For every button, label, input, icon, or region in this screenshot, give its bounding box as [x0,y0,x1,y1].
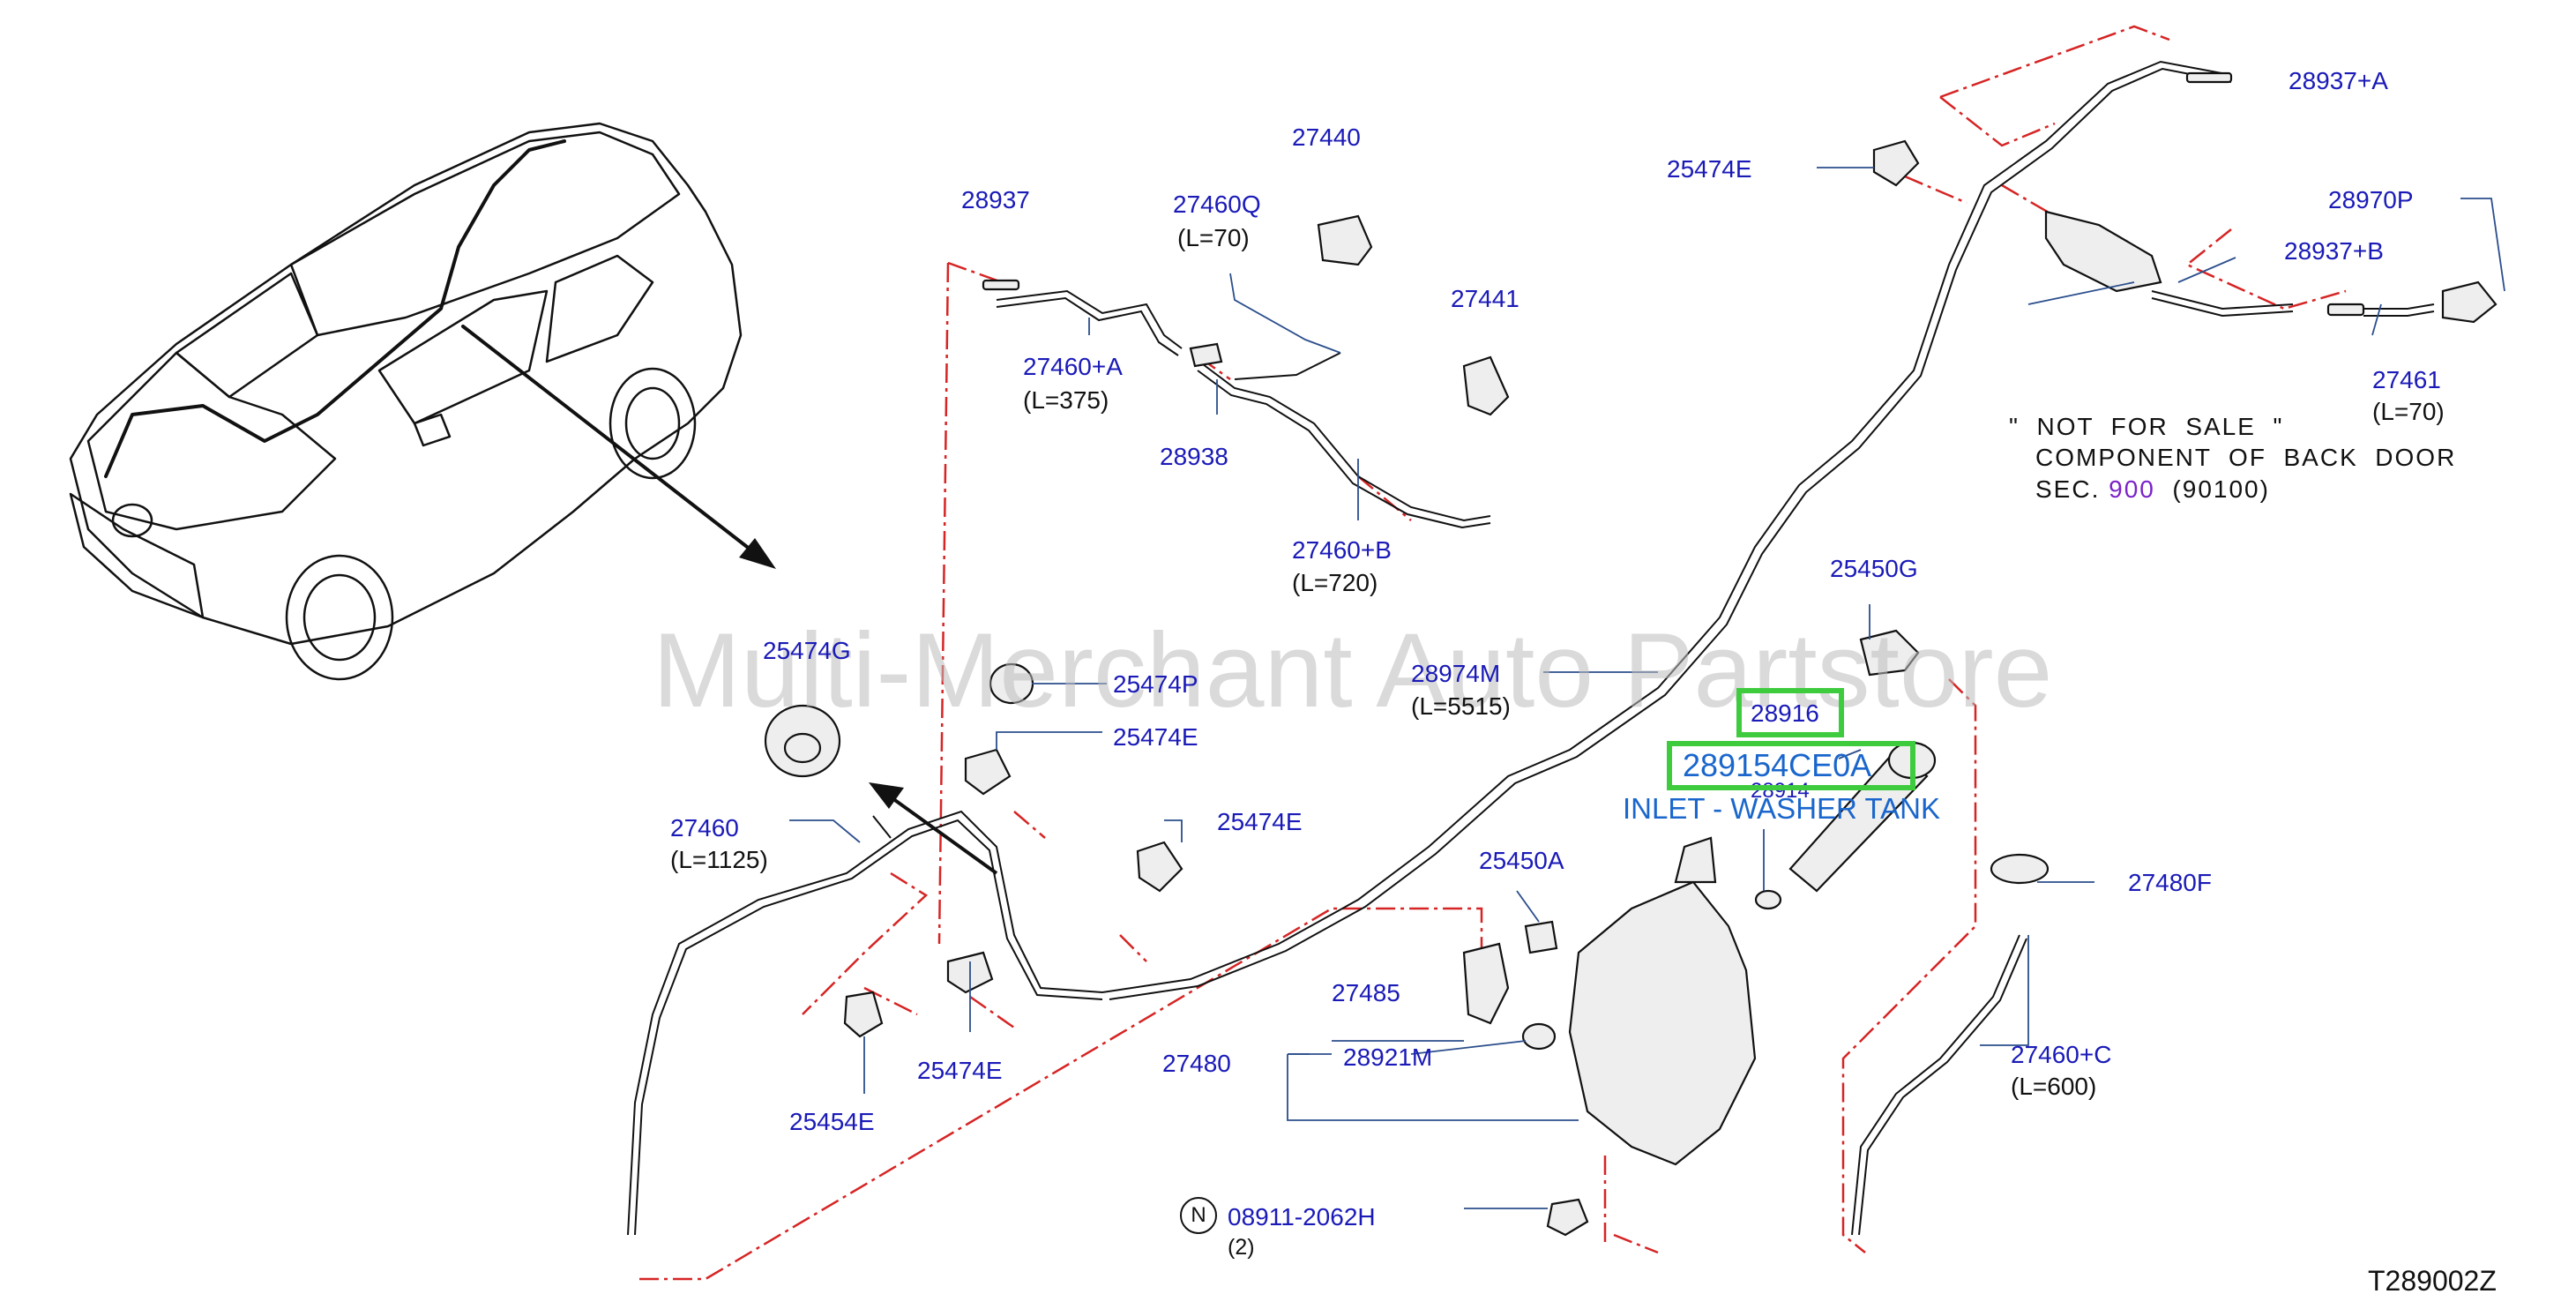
label-28937-b[interactable]: 28937+B [2284,237,2384,265]
label-27441[interactable]: 27441 [1451,285,1519,312]
length-27461: (L=70) [2372,398,2445,425]
label-27460Q[interactable]: 27460Q [1173,191,1261,218]
label-27480[interactable]: 27480 [1162,1050,1231,1077]
length-27460-a: (L=375) [1023,386,1109,414]
vehicle-illustration [69,122,760,681]
label-28916[interactable]: 28916 [1751,699,1819,727]
hotspot-caption: INLET - WASHER TANK [1623,792,1941,825]
label-25474E-low[interactable]: 25474E [917,1057,1003,1084]
label-25474E-top[interactable]: 25474E [1667,155,1752,183]
label-28937[interactable]: 28937 [961,186,1030,213]
note-sec-link[interactable]: 900 [2109,475,2155,503]
leader-lines [789,167,2505,1209]
note-line-3: SEC. 900 (90100) [2035,477,2270,502]
hotspot-part-number[interactable]: 289154CE0A [1683,747,1872,783]
note-sec-ref: (90100) [2154,475,2270,503]
length-27460-b: (L=720) [1292,569,1378,596]
label-27460-c[interactable]: 27460+C [2011,1041,2112,1068]
n-symbol-icon: N [1180,1197,1217,1234]
label-08911-2062H[interactable]: 08911-2062H [1228,1203,1376,1230]
label-27461[interactable]: 27461 [2372,366,2441,393]
vehicle-arrow-head [739,538,776,569]
label-25474E-right[interactable]: 25474E [1217,808,1303,835]
length-27460-c: (L=600) [2011,1073,2097,1100]
length-28974M: (L=5515) [1411,692,1511,720]
label-27460-a[interactable]: 27460+A [1023,353,1123,380]
length-27460: (L=1125) [670,846,768,873]
label-27460[interactable]: 27460 [670,814,739,842]
label-27440[interactable]: 27440 [1292,123,1361,151]
note-sec-text: SEC. [2035,475,2109,503]
label-27485[interactable]: 27485 [1332,979,1400,1006]
hoses [627,60,2435,1236]
label-25450A[interactable]: 25450A [1479,847,1564,874]
label-28937-a[interactable]: 28937+A [2289,67,2388,94]
note-line-1: " NOT FOR SALE " [2009,413,2284,440]
quantity-08911: (2) [1228,1235,1255,1260]
label-25454E[interactable]: 25454E [789,1108,875,1135]
label-28938[interactable]: 28938 [1160,443,1228,470]
length-27460Q: (L=70) [1177,224,1250,251]
label-25450G[interactable]: 25450G [1830,555,1918,582]
label-25474P[interactable]: 25474P [1113,670,1198,698]
diagram-code: T289002Z [2368,1265,2497,1297]
label-27460-b[interactable]: 27460+B [1292,536,1392,564]
hotspot-part-box[interactable] [1667,741,1915,790]
label-25474E-mid[interactable]: 25474E [1113,723,1198,751]
components [764,71,2498,1237]
hotspot-28916-box[interactable] [1736,688,1844,737]
label-27480F[interactable]: 27480F [2128,869,2212,896]
label-28914[interactable]: 28914 [1751,779,1810,803]
note-line-2: COMPONENT OF BACK DOOR [2035,444,2457,471]
label-25474G[interactable]: 25474G [763,637,851,664]
label-28974M[interactable]: 28974M [1411,660,1501,687]
label-28921M[interactable]: 28921M [1343,1043,1433,1071]
parts-arrow [869,782,998,875]
label-28970P[interactable]: 28970P [2328,186,2414,213]
